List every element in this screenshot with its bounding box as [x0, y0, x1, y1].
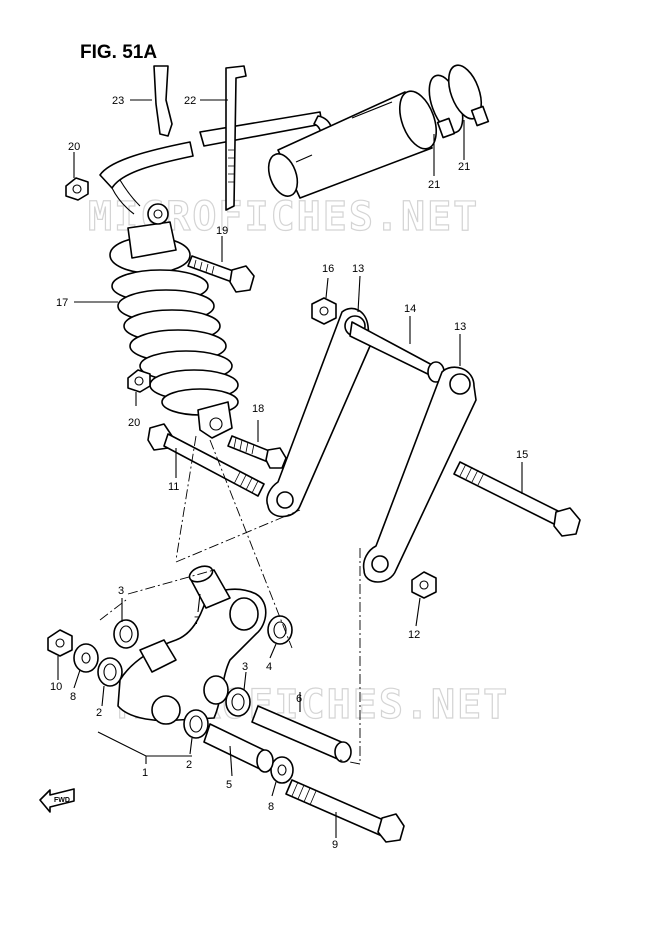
bearing-3-lower[interactable] — [225, 687, 251, 717]
bolt-15[interactable] — [453, 461, 581, 537]
callout-19: 19 — [216, 225, 228, 237]
callout-22: 22 — [184, 95, 196, 107]
nut-12[interactable] — [411, 571, 437, 599]
callout-14: 14 — [404, 303, 416, 315]
bolt-9[interactable] — [285, 779, 405, 843]
callout-9: 9 — [332, 839, 338, 851]
nut-20-lower[interactable] — [127, 369, 151, 393]
callout-3-upper: 3 — [118, 585, 124, 597]
nut-16[interactable] — [311, 297, 337, 325]
callout-20-lower: 20 — [128, 417, 140, 429]
callout-3-lower: 3 — [242, 661, 248, 673]
cushion-rod-13-rear[interactable] — [362, 366, 477, 583]
bolt-11[interactable] — [147, 423, 265, 497]
bearing-2-lower[interactable] — [183, 709, 209, 739]
fwd-label: FWD — [54, 797, 70, 804]
cushion-rod-13-front[interactable] — [266, 307, 371, 518]
callout-10: 10 — [50, 681, 62, 693]
collar-7[interactable] — [187, 563, 231, 609]
callout-17: 17 — [56, 297, 68, 309]
callout-13-front: 13 — [352, 263, 364, 275]
callout-11: 11 — [168, 481, 179, 493]
washer-8-left[interactable] — [73, 643, 99, 673]
spacer-6[interactable] — [251, 705, 352, 763]
rear-shock-absorber[interactable] — [109, 203, 239, 439]
callout-8-left: 8 — [70, 691, 76, 703]
bolt-18[interactable] — [227, 435, 287, 469]
figure-title: FIG. 51A — [80, 42, 157, 63]
assembly-lines — [99, 435, 361, 765]
callout-13-rear: 13 — [454, 321, 466, 333]
callout-6: 6 — [296, 693, 302, 705]
washer-8-right[interactable] — [270, 756, 294, 784]
forward-direction-indicator: FWD — [39, 788, 75, 813]
cushion-lever-1[interactable] — [117, 588, 267, 725]
callout-5: 5 — [226, 779, 232, 791]
callout-12: 12 — [408, 629, 420, 641]
callout-7: 7 — [194, 615, 200, 627]
callout-21-right: 21 — [458, 161, 470, 173]
bearing-2-upper[interactable] — [97, 657, 123, 687]
callout-16: 16 — [322, 263, 334, 275]
callout-15: 15 — [516, 449, 528, 461]
bearing-3-upper[interactable] — [113, 619, 139, 649]
callout-1: 1 — [142, 767, 148, 779]
callout-labels: 23 22 20 19 17 20 18 11 16 13 14 13 15 2… — [50, 95, 528, 851]
nut-10[interactable] — [47, 629, 73, 657]
callout-23: 23 — [112, 95, 124, 107]
callout-2-upper: 2 — [96, 707, 102, 719]
callout-20-upper: 20 — [68, 141, 80, 153]
callout-8-right: 8 — [268, 801, 274, 813]
bolt-19[interactable] — [187, 255, 255, 293]
callout-21-left: 21 — [428, 179, 440, 191]
spacer-5[interactable] — [203, 723, 274, 773]
leader-lines — [57, 99, 523, 838]
callout-18: 18 — [252, 403, 264, 415]
callout-4: 4 — [266, 661, 272, 673]
bearing-4[interactable] — [267, 615, 293, 645]
callout-2-lower: 2 — [186, 759, 192, 771]
reservoir-assembly[interactable] — [99, 61, 490, 215]
nut-20-upper[interactable] — [65, 177, 89, 201]
